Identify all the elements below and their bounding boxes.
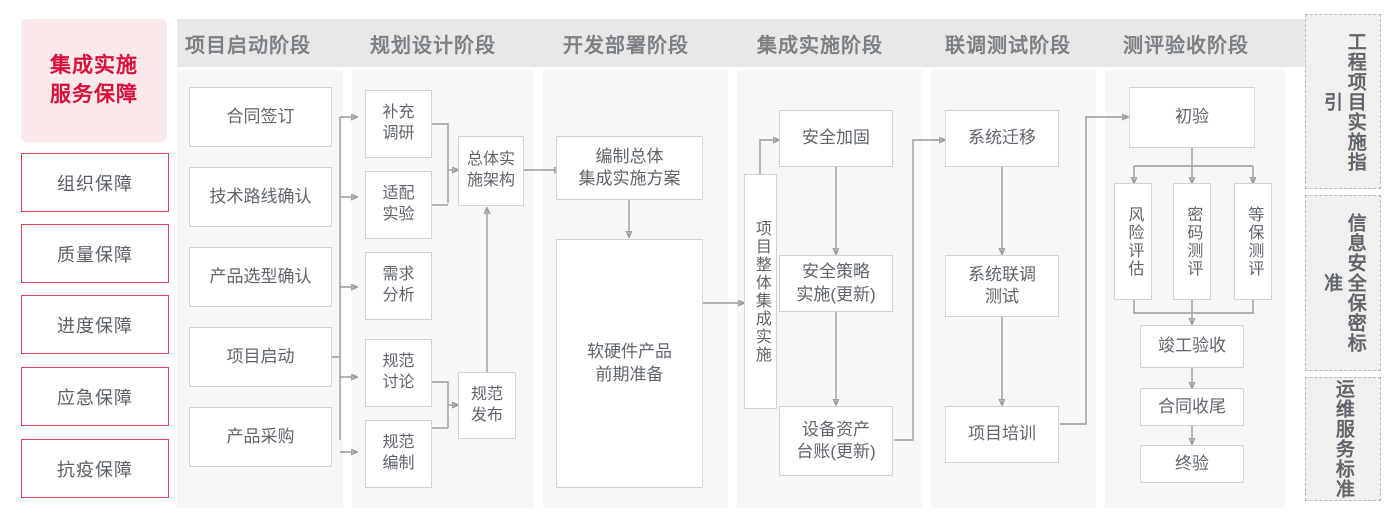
node-classified-protection-evaluation[interactable]: 等保测评 [1234,183,1272,300]
node-supplementary-research-l1: 补充 [382,104,415,122]
guarantee-item-quality[interactable]: 质量保障 [21,224,169,283]
node-hardware-software-preparation-l2: 前期准备 [595,364,664,384]
node-adaptation-experiment-l1: 适配 [382,185,415,203]
standard-engineering-guideline[interactable]: 工程项目实施指引 [1305,14,1381,189]
node-completion-acceptance[interactable]: 竣工验收 [1140,325,1244,368]
node-security-policy-implementation-l2: 实施(更新) [796,284,876,304]
node-requirement-analysis[interactable]: 需求 分析 [365,252,432,320]
node-project-training[interactable]: 项目培训 [945,406,1059,463]
phase-header-joint-test[interactable]: 联调测试阶段 [931,19,1133,67]
guarantee-item-organization[interactable]: 组织保障 [21,153,169,212]
node-overall-integration-plan-l2: 集成实施方案 [578,169,681,188]
node-overall-project-integration[interactable]: 项目整体集成实施 [744,174,777,409]
node-hardware-software-preparation[interactable]: 软硬件产品 前期准备 [556,239,703,488]
node-system-joint-test-l2: 测试 [985,287,1019,306]
node-equipment-asset-ledger[interactable]: 设备资产 台账(更新) [779,406,893,476]
node-overall-implementation-architecture[interactable]: 总体实 施架构 [458,136,524,206]
node-standard-discussion-l2: 讨论 [382,374,415,391]
node-system-migration[interactable]: 系统迁移 [945,110,1059,167]
node-equipment-asset-ledger-l1: 设备资产 [801,419,870,439]
node-cryptography-evaluation[interactable]: 密码测评 [1173,183,1211,300]
node-standard-release-l2: 发布 [470,406,503,424]
standard-om-service[interactable]: 运维服务标准 [1305,377,1381,501]
node-hardware-software-preparation-l1: 软硬件产品 [587,342,672,362]
guarantee-item-epidemic[interactable]: 抗疫保障 [21,439,169,498]
phase-header-development[interactable]: 开发部署阶段 [543,19,771,67]
node-standard-release-l1: 规范 [470,385,503,403]
phase-header-development-label: 开发部署阶段 [563,34,689,57]
node-security-hardening[interactable]: 安全加固 [779,110,893,167]
node-adaptation-experiment[interactable]: 适配 实验 [365,171,432,239]
node-system-joint-test-l1: 系统联调 [968,264,1036,284]
node-overall-integration-plan[interactable]: 编制总体 集成实施方案 [556,136,703,200]
node-standard-drafting-l2: 编制 [382,455,415,472]
phase-header-joint-test-label: 联调测试阶段 [945,34,1071,57]
standard-infosec-confidentiality-label: 信息安全保密标准 [1321,213,1366,353]
node-standard-discussion-l1: 规范 [382,353,415,371]
node-preliminary-acceptance[interactable]: 初验 [1129,87,1255,148]
node-system-joint-test[interactable]: 系统联调 测试 [945,255,1059,317]
node-project-kickoff[interactable]: 项目启动 [189,327,332,387]
guarantee-item-schedule[interactable]: 进度保障 [21,295,169,354]
node-security-policy-implementation-l1: 安全策略 [801,262,870,282]
phase-header-startup-label: 项目启动阶段 [185,34,311,57]
node-security-policy-implementation[interactable]: 安全策略 实施(更新) [779,255,893,312]
phase-header-integration[interactable]: 集成实施阶段 [737,19,965,67]
node-overall-integration-plan-l1: 编制总体 [595,146,664,166]
node-risk-assessment[interactable]: 风险评估 [1114,183,1152,300]
node-standard-drafting[interactable]: 规范 编制 [365,420,432,488]
phase-header-planning-label: 规划设计阶段 [370,34,496,57]
phase-header-acceptance[interactable]: 测评验收阶段 [1105,19,1326,67]
guarantee-title-line1: 集成实施 [50,54,138,78]
node-adaptation-experiment-l2: 实验 [382,206,415,223]
node-product-selection-confirm[interactable]: 产品选型确认 [189,247,332,307]
node-tech-route-confirm[interactable]: 技术路线确认 [189,167,332,227]
standard-om-service-label: 运维服务标准 [1332,379,1354,499]
node-standard-drafting-l1: 规范 [382,434,415,452]
node-supplementary-research[interactable]: 补充 调研 [365,90,432,158]
node-contract-signing[interactable]: 合同签订 [189,87,332,147]
phase-header-acceptance-label: 测评验收阶段 [1123,34,1249,57]
node-requirement-analysis-l2: 分析 [382,287,415,304]
node-standard-discussion[interactable]: 规范 讨论 [365,339,432,407]
guarantee-title-box: 集成实施 服务保障 [21,19,167,142]
phase-header-startup[interactable]: 项目启动阶段 [177,19,374,67]
guarantee-title-line2: 服务保障 [50,82,138,106]
phase-header-integration-label: 集成实施阶段 [757,34,883,57]
node-overall-implementation-architecture-l1: 总体实 [466,151,515,169]
node-requirement-analysis-l1: 需求 [382,266,415,284]
node-equipment-asset-ledger-l2: 台账(更新) [796,442,876,461]
node-contract-closeout[interactable]: 合同收尾 [1140,388,1244,426]
node-supplementary-research-l2: 调研 [382,125,415,142]
node-standard-release[interactable]: 规范 发布 [458,372,516,439]
standard-engineering-guideline-label: 工程项目实施指引 [1321,31,1366,172]
standard-infosec-confidentiality[interactable]: 信息安全保密标准 [1305,195,1381,371]
phase-header-planning[interactable]: 规划设计阶段 [352,19,575,67]
guarantee-item-emergency[interactable]: 应急保障 [21,367,169,426]
node-overall-implementation-architecture-l2: 施架构 [466,172,515,189]
node-final-acceptance[interactable]: 终验 [1140,445,1244,483]
node-product-procurement[interactable]: 产品采购 [189,407,332,467]
